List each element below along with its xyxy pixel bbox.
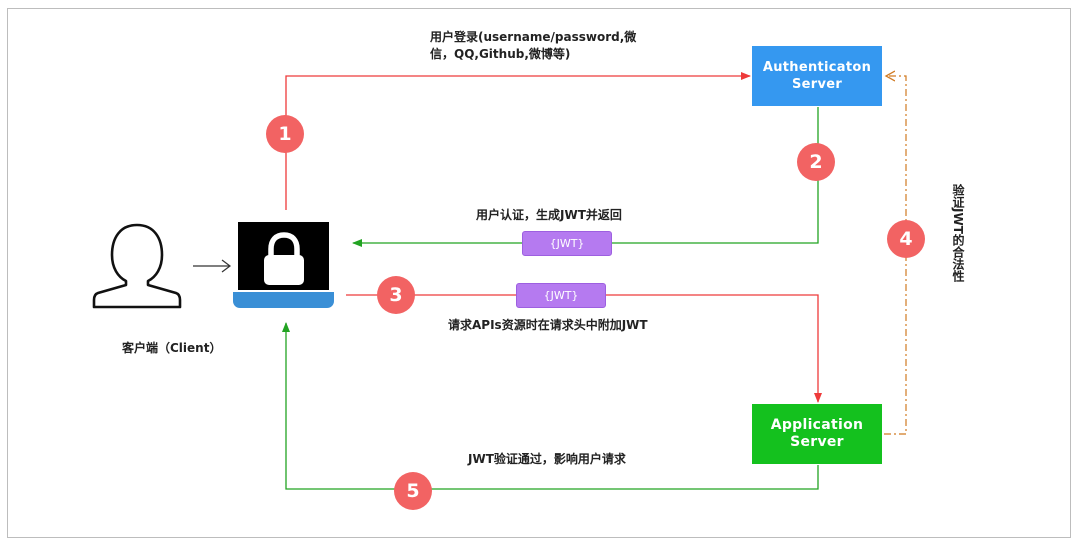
- step-4-badge: 4: [887, 220, 925, 258]
- step-1-badge: 1: [266, 115, 304, 153]
- jwt-token-returned: {JWT}: [522, 231, 612, 256]
- client-to-device-arrow: [193, 259, 231, 273]
- step-3-badge: 3: [377, 276, 415, 314]
- step-2-label: 用户认证，生成JWT并返回: [476, 208, 622, 222]
- arrow-response: [282, 322, 819, 490]
- step-4-label: 验证JWT的合法性: [951, 184, 965, 282]
- arrow-api-request: [346, 294, 822, 403]
- step-2-badge: 2: [797, 143, 835, 181]
- step-1-label: 用户登录(username/password,微信，QQ,Github,微博等): [430, 30, 637, 61]
- laptop-lock-icon: [233, 222, 334, 308]
- step-5-badge: 5: [394, 472, 432, 510]
- application-server-label: Application Server: [770, 417, 864, 450]
- authentication-server: Authenticaton Server: [752, 46, 882, 106]
- step-5-label: JWT验证通过，影响用户请求: [468, 452, 626, 466]
- user-icon: [92, 223, 182, 309]
- step-3-label: 请求APIs资源时在请求头中附加JWT: [448, 318, 648, 332]
- application-server: Application Server: [752, 404, 882, 464]
- diagram-frame: [7, 8, 1071, 538]
- authentication-server-label: Authenticaton Server: [762, 60, 872, 92]
- client-label: 客户端（Client）: [122, 341, 222, 355]
- arrow-login: [285, 72, 751, 210]
- jwt-token-attached: {JWT}: [516, 283, 606, 308]
